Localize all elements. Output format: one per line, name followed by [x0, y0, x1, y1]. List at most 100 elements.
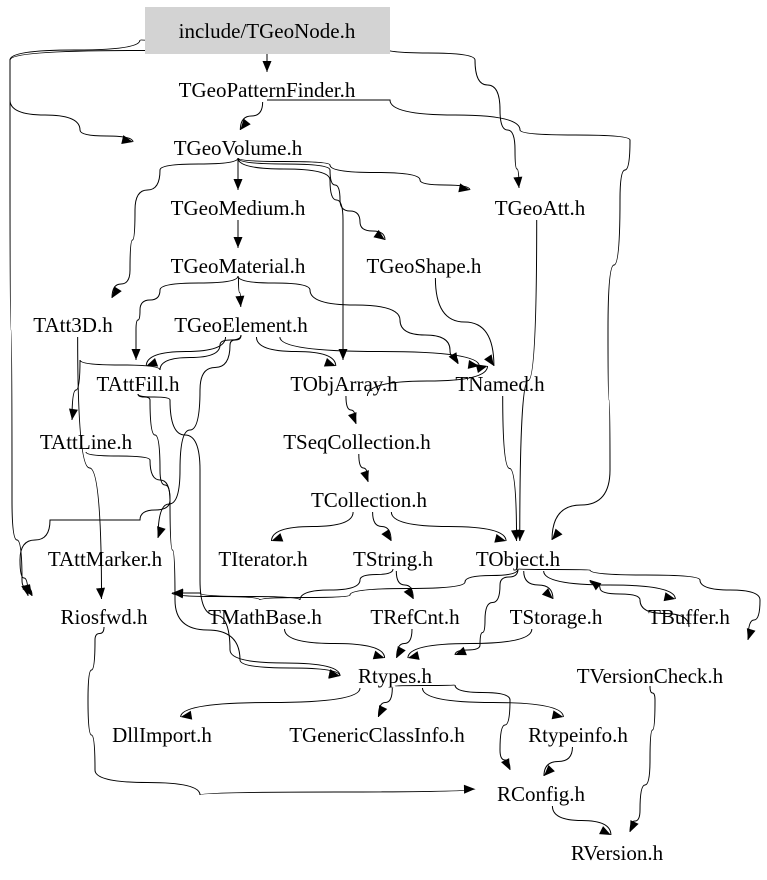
- arrowhead: [146, 357, 159, 367]
- edge-element-to-objarray: [255, 336, 337, 367]
- root-node-highlight: [145, 7, 390, 54]
- arrowhead: [112, 286, 122, 298]
- arrowhead: [131, 349, 141, 360]
- node-label: TMathBase.h: [208, 605, 322, 629]
- arrowhead: [599, 826, 611, 835]
- edge-shape-to-named: [434, 277, 495, 367]
- arrowhead: [663, 592, 676, 602]
- node-label: TGeoMaterial.h: [171, 254, 306, 278]
- arrowhead: [96, 587, 106, 599]
- node-rconfig: RConfig.h: [497, 782, 586, 806]
- node-string: TString.h: [353, 547, 433, 571]
- node-label: TRefCnt.h: [370, 605, 460, 629]
- edge-attfill-to-rtypes: [137, 393, 341, 677]
- node-volume: TGeoVolume.h: [174, 136, 303, 160]
- node-label: TString.h: [353, 547, 433, 571]
- node-label: TVersionCheck.h: [577, 664, 724, 688]
- node-root: include/TGeoNode.h: [145, 7, 390, 54]
- arrowhead: [323, 357, 336, 367]
- node-label: TAtt3D.h: [33, 313, 113, 337]
- arrowhead: [172, 589, 184, 599]
- node-genericclass: TGenericClassInfo.h: [289, 723, 465, 747]
- node-label: TGeoPatternFinder.h: [179, 78, 356, 102]
- node-label: TNamed.h: [455, 372, 545, 396]
- edge-element-to-attline: [71, 334, 242, 421]
- arrowhead: [373, 229, 385, 240]
- edge-element-to-attmarker: [157, 334, 242, 539]
- edge-rtypes-to-dllimport: [180, 687, 361, 718]
- edge-collection-to-object: [390, 511, 507, 542]
- node-buffer: TBuffer.h: [648, 605, 730, 629]
- edge-string-to-refcnt: [395, 570, 414, 600]
- node-iterator: TIterator.h: [218, 547, 308, 571]
- node-storage: TStorage.h: [510, 605, 603, 629]
- arrowhead: [501, 758, 510, 770]
- node-seqcoll: TSeqCollection.h: [283, 430, 431, 454]
- node-label: TGeoShape.h: [367, 254, 482, 278]
- node-material: TGeoMaterial.h: [171, 254, 306, 278]
- arrowhead: [233, 237, 243, 248]
- edge-volume-to-objarray: [237, 157, 344, 360]
- edge-collection-to-iterator: [270, 511, 354, 542]
- edge-attfill-to-attmarker: [19, 393, 171, 597]
- header-nodes: include/TGeoNode.hTGeoPatternFinder.hTGe…: [33, 7, 730, 865]
- arrowhead: [746, 628, 756, 640]
- arrowhead: [396, 646, 406, 658]
- node-label: RConfig.h: [497, 782, 586, 806]
- edge-rtypeinfo-to-rconfig: [543, 746, 573, 777]
- arrowhead: [513, 176, 523, 188]
- node-label: TCollection.h: [311, 488, 428, 512]
- arrowhead: [233, 179, 243, 190]
- edge-string-to-riosfwd: [172, 568, 394, 601]
- node-rtypes: Rtypes.h: [358, 664, 433, 688]
- node-rtypeinfo: Rtypeinfo.h: [528, 723, 628, 747]
- node-label: TAttMarker.h: [48, 547, 163, 571]
- node-patternfinder: TGeoPatternFinder.h: [179, 78, 356, 102]
- node-label: TBuffer.h: [648, 605, 730, 629]
- node-att3d: TAtt3D.h: [33, 313, 113, 337]
- arrowhead: [262, 61, 272, 72]
- edge-rconfig-to-rversion: [551, 805, 612, 836]
- arrowhead: [541, 588, 553, 599]
- dependency-edges: [9, 39, 761, 836]
- node-att: TGeoAtt.h: [495, 196, 586, 220]
- edge-mathbase-to-rtypes: [284, 628, 386, 659]
- edge-rtypes-to-rconfig: [394, 684, 511, 771]
- edge-object-to-rtypes: [454, 568, 519, 656]
- arrowhead: [590, 580, 602, 591]
- arrowhead: [552, 528, 563, 540]
- node-shape: TGeoShape.h: [367, 254, 482, 278]
- node-attmarker: TAttMarker.h: [48, 547, 163, 571]
- arrowhead: [348, 412, 357, 424]
- arrowhead: [372, 650, 385, 660]
- node-label: TObjArray.h: [290, 372, 398, 396]
- node-attline: TAttLine.h: [40, 430, 133, 454]
- node-label: Riosfwd.h: [61, 605, 148, 629]
- node-versioncheck: TVersionCheck.h: [577, 664, 724, 688]
- node-label: TGeoAtt.h: [495, 196, 586, 220]
- edge-root-to-riosfwd: [9, 40, 268, 597]
- node-label: TStorage.h: [510, 605, 603, 629]
- arrowhead: [511, 529, 520, 541]
- arrowhead: [551, 710, 564, 720]
- arrowhead: [328, 669, 340, 679]
- arrowhead: [360, 470, 369, 482]
- node-label: include/TGeoNode.h: [179, 19, 356, 43]
- edge-element-to-attfill: [145, 336, 227, 367]
- arrowhead: [381, 529, 392, 541]
- node-rversion: RVersion.h: [571, 841, 664, 865]
- node-label: TAttFill.h: [97, 372, 180, 396]
- edge-named-to-object: [502, 395, 518, 542]
- arrowhead: [475, 364, 488, 374]
- node-label: Rtypeinfo.h: [528, 723, 628, 747]
- edge-attline-to-rtypes: [85, 451, 341, 677]
- edge-patternfinder-to-object: [267, 99, 631, 541]
- node-label: RVersion.h: [571, 841, 664, 865]
- arrowhead: [338, 349, 348, 360]
- arrowhead: [68, 408, 78, 420]
- edge-root-to-att: [266, 40, 520, 189]
- node-label: DllImport.h: [112, 723, 212, 747]
- node-refcnt: TRefCnt.h: [370, 605, 460, 629]
- arrowhead: [484, 354, 494, 366]
